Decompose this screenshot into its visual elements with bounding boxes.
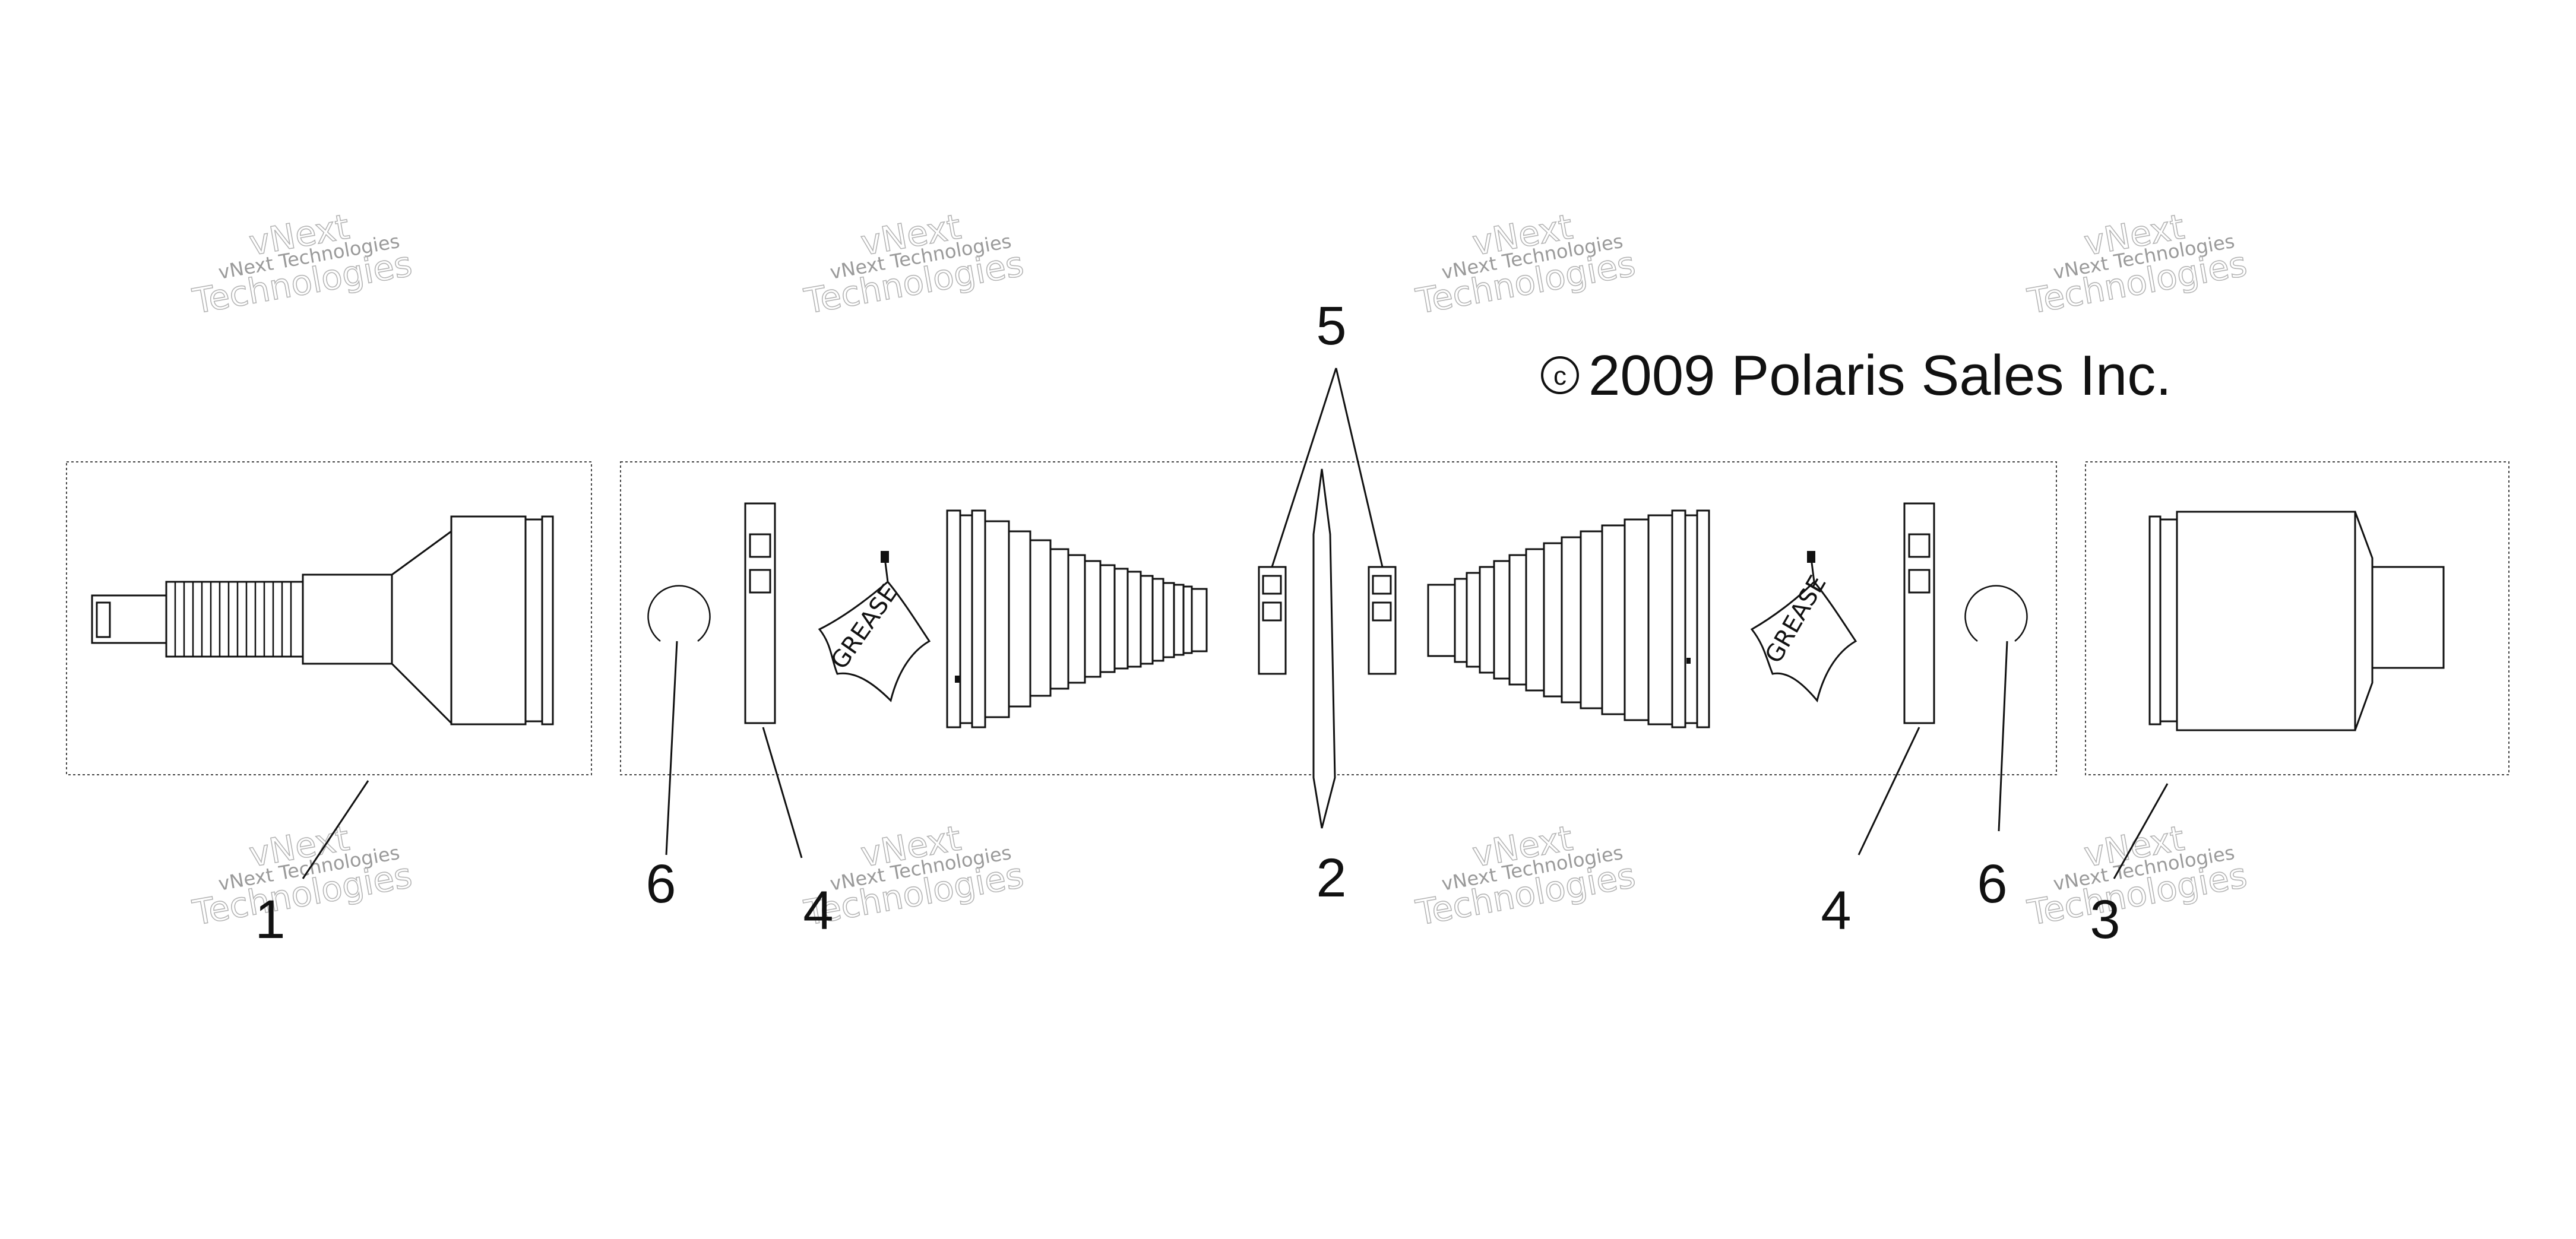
grease-pack-left: GREASE bbox=[818, 551, 931, 702]
inner-joint-stub bbox=[2371, 566, 2445, 669]
inner-joint-taper bbox=[2354, 511, 2374, 731]
clamp-band-left bbox=[744, 502, 776, 724]
inner-cv-joint-box bbox=[2085, 461, 2509, 775]
bell-housing bbox=[450, 515, 527, 725]
bell-taper bbox=[391, 530, 452, 725]
small-clamp-right bbox=[1368, 566, 1397, 675]
callout-4-left: 4 bbox=[803, 880, 833, 941]
copyright-symbol: c bbox=[1553, 362, 1567, 391]
callouts: 1 2 3 4 4 5 6 6 bbox=[255, 296, 2120, 950]
circlip-right bbox=[1964, 585, 2028, 642]
bell-lip bbox=[541, 515, 554, 725]
leader-lines bbox=[302, 367, 2169, 879]
spline-shaft bbox=[165, 581, 304, 658]
cv-boot-right bbox=[1427, 509, 1710, 728]
small-clamp-left bbox=[1258, 566, 1287, 675]
clamp-band-right bbox=[1903, 502, 1935, 724]
callout-1: 1 bbox=[255, 889, 285, 950]
outer-cv-joint-box bbox=[66, 461, 592, 775]
shaft-neck bbox=[302, 573, 393, 665]
callout-6-right: 6 bbox=[1977, 854, 2007, 914]
callout-3: 3 bbox=[2090, 889, 2120, 950]
circlip-left bbox=[647, 585, 711, 642]
bell-groove bbox=[524, 518, 543, 723]
stub-tip bbox=[96, 601, 111, 638]
inner-joint-groove bbox=[2159, 518, 2178, 723]
spline-teeth bbox=[174, 582, 292, 657]
copyright-icon bbox=[1541, 356, 1579, 394]
axle-shaft-kit-box bbox=[620, 461, 2057, 775]
copyright-text: 2009 Polaris Sales Inc. bbox=[1588, 344, 2172, 407]
callout-6-left: 6 bbox=[645, 854, 676, 914]
cv-boot-left bbox=[946, 509, 1208, 728]
copyright: c 2009 Polaris Sales Inc. bbox=[1541, 344, 2172, 407]
inner-joint-housing bbox=[2176, 511, 2356, 731]
inner-cv-joint bbox=[2148, 511, 2445, 731]
inner-joint-lip bbox=[2148, 515, 2162, 725]
outer-cv-joint bbox=[91, 515, 554, 725]
axle-shaft bbox=[1312, 468, 1336, 829]
callout-2: 2 bbox=[1316, 848, 1346, 908]
callout-5: 5 bbox=[1316, 296, 1346, 356]
grease-pack-right: GREASE bbox=[1750, 551, 1857, 703]
callout-4-right: 4 bbox=[1821, 880, 1851, 941]
